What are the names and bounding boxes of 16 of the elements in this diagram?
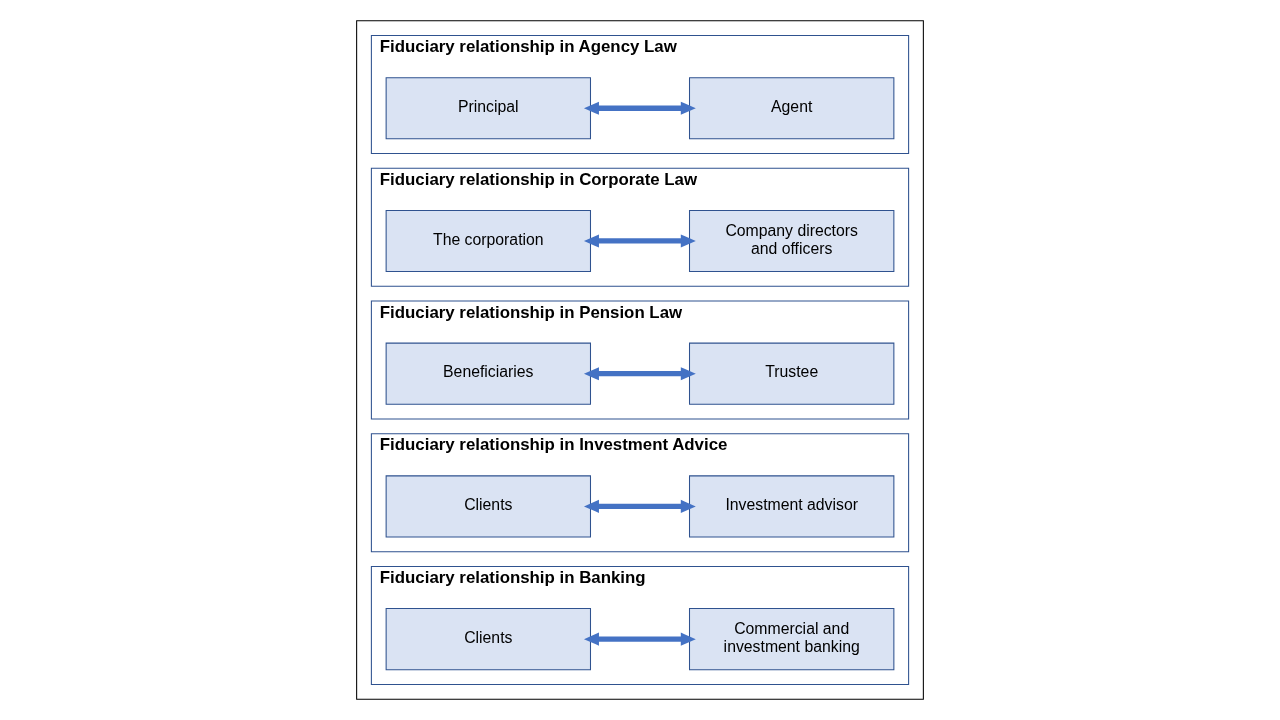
arrow: [583, 367, 696, 381]
node-box: Investment advisor: [689, 475, 895, 538]
node-box: Principal: [385, 77, 591, 140]
node-box: Clients: [385, 475, 591, 538]
node-box: The corporation: [385, 209, 591, 273]
node-box: Company directors and officers: [689, 209, 895, 273]
node-box: Agent: [689, 77, 895, 140]
cluster: [356, 20, 924, 700]
node-box: Clients: [385, 608, 591, 671]
arrow: [583, 234, 696, 248]
arrow: [583, 632, 696, 646]
arrow: [583, 101, 696, 115]
node-box: Commercial and investment banking: [689, 608, 895, 671]
arrow: [583, 499, 696, 513]
node-box: Beneficiaries: [385, 342, 591, 405]
node-box: Trustee: [689, 342, 895, 405]
